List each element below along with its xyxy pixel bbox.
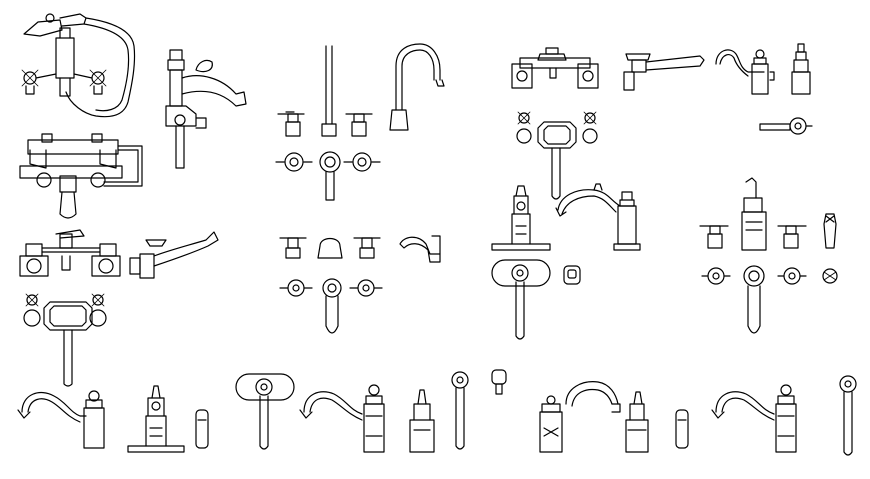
bottom-hand-spray-plan — [451, 369, 507, 450]
side-spray-plan — [759, 117, 813, 135]
bottom-side-spray-1 — [195, 409, 209, 449]
side-spray-elevation — [791, 43, 811, 95]
wall-swivel-spout — [129, 231, 219, 279]
bottom-hand-spray-plan-2 — [839, 375, 857, 456]
single-lever-basin-set — [699, 177, 837, 251]
basin-set-two — [279, 235, 441, 263]
bottom-traditional-mixer — [409, 389, 435, 453]
bottom-deck-mixer-elevation — [127, 385, 185, 453]
basin-set-two-plan-view — [279, 278, 383, 334]
traditional-kitchen-mixer — [555, 183, 641, 251]
wall-mixer-with-hand-shower — [21, 13, 136, 118]
wall-mixer-octagon-plate — [23, 293, 107, 387]
deck-mixer-elevation — [491, 185, 551, 251]
wall-mixer-small — [19, 229, 121, 277]
deck-mixer-curved-spout — [165, 49, 247, 169]
kitchen-mixer-lever — [715, 49, 775, 95]
bottom-bridge-mixer-elevation — [539, 381, 621, 453]
bridge-kitchen-mixer — [19, 133, 143, 219]
bottom-kitchen-mixer-3 — [711, 384, 797, 453]
deck-mixer-plan — [491, 259, 581, 340]
bottom-deck-mixer-plan — [235, 373, 295, 450]
wall-spout-right — [623, 53, 705, 91]
wall-mixer-right — [511, 47, 599, 89]
bottom-side-spray-2 — [675, 409, 689, 449]
wall-mixer-octagon-right — [516, 111, 598, 200]
basin-set-plan-view — [275, 151, 381, 201]
bottom-traditional-mixer-2 — [625, 391, 649, 453]
bottom-kitchen-mixer-2 — [299, 384, 385, 453]
gooseneck-basin-set — [277, 43, 445, 137]
single-lever-plan — [701, 265, 838, 334]
bottom-kitchen-mixer-1 — [17, 390, 105, 449]
